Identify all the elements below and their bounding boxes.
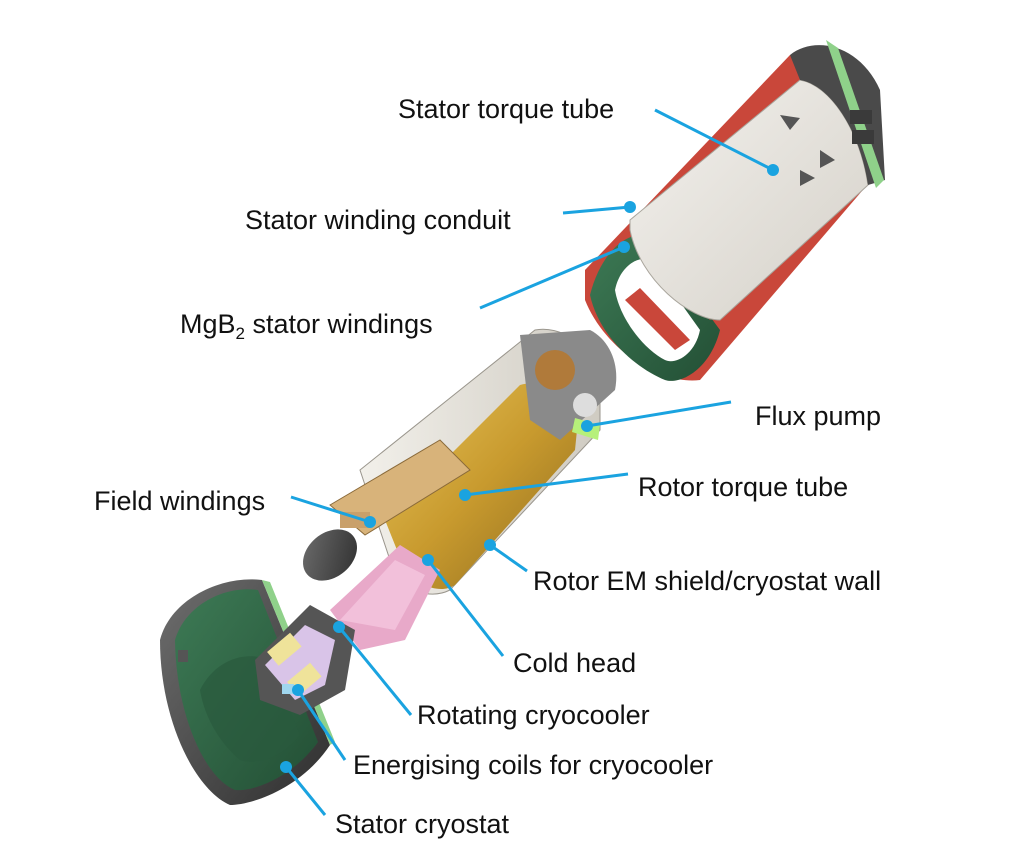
label-stator-winding-conduit: Stator winding conduit <box>245 205 511 235</box>
label-stator-cryostat: Stator cryostat <box>335 809 510 839</box>
rotor-assembly-part <box>255 328 617 715</box>
leader-flux-pump <box>586 400 732 428</box>
leader-cold-head <box>426 559 505 657</box>
leader-rotating-cryocooler <box>337 626 413 716</box>
label-rotor-torque-tube: Rotor torque tube <box>638 472 849 502</box>
endpoint-mgb2-windings <box>618 241 630 253</box>
endpoint-stator-torque-tube <box>767 164 779 176</box>
leader-rotor-em-shield <box>489 543 528 573</box>
leader-stator-cryostat <box>284 766 327 816</box>
leader-lines <box>284 108 774 816</box>
label-field-windings: Field windings <box>94 486 266 516</box>
endpoint-cold-head <box>422 554 434 566</box>
leader-endpoints <box>280 164 779 773</box>
endpoint-stator-cryostat <box>280 761 292 773</box>
label-mgb2-suffix: stator windings <box>245 309 433 339</box>
leader-rotor-torque-tube <box>464 472 629 497</box>
endpoint-flux-pump <box>581 420 593 432</box>
label-rotor-em-shield: Rotor EM shield/cryostat wall <box>533 566 882 596</box>
label-cold-head: Cold head <box>513 648 637 678</box>
label-energising-coils: Energising coils for cryocooler <box>353 750 714 780</box>
label-mgb2-prefix: MgB <box>180 309 236 339</box>
endpoint-rotor-em-shield <box>484 539 496 551</box>
label-mgb2-stator-windings: MgB2 stator windings <box>180 309 433 343</box>
leader-field-windings <box>290 495 371 524</box>
endpoint-rotating-cryocooler <box>333 621 345 633</box>
leader-stator-winding-conduit <box>562 205 631 215</box>
leader-stator-torque-tube <box>654 108 774 172</box>
leader-mgb2-windings <box>479 245 625 310</box>
endpoint-stator-winding-conduit <box>624 201 636 213</box>
label-rotating-cryocooler: Rotating cryocooler <box>417 700 650 730</box>
stator-part <box>585 40 885 381</box>
endpoint-field-windings <box>364 516 376 528</box>
label-flux-pump: Flux pump <box>755 401 882 431</box>
label-stator-torque-tube: Stator torque tube <box>398 94 615 124</box>
label-mgb2-subscript: 2 <box>235 324 245 343</box>
leader-energising-coils <box>296 689 347 761</box>
endpoint-energising-coils <box>292 684 304 696</box>
endpoint-rotor-torque-tube <box>459 489 471 501</box>
